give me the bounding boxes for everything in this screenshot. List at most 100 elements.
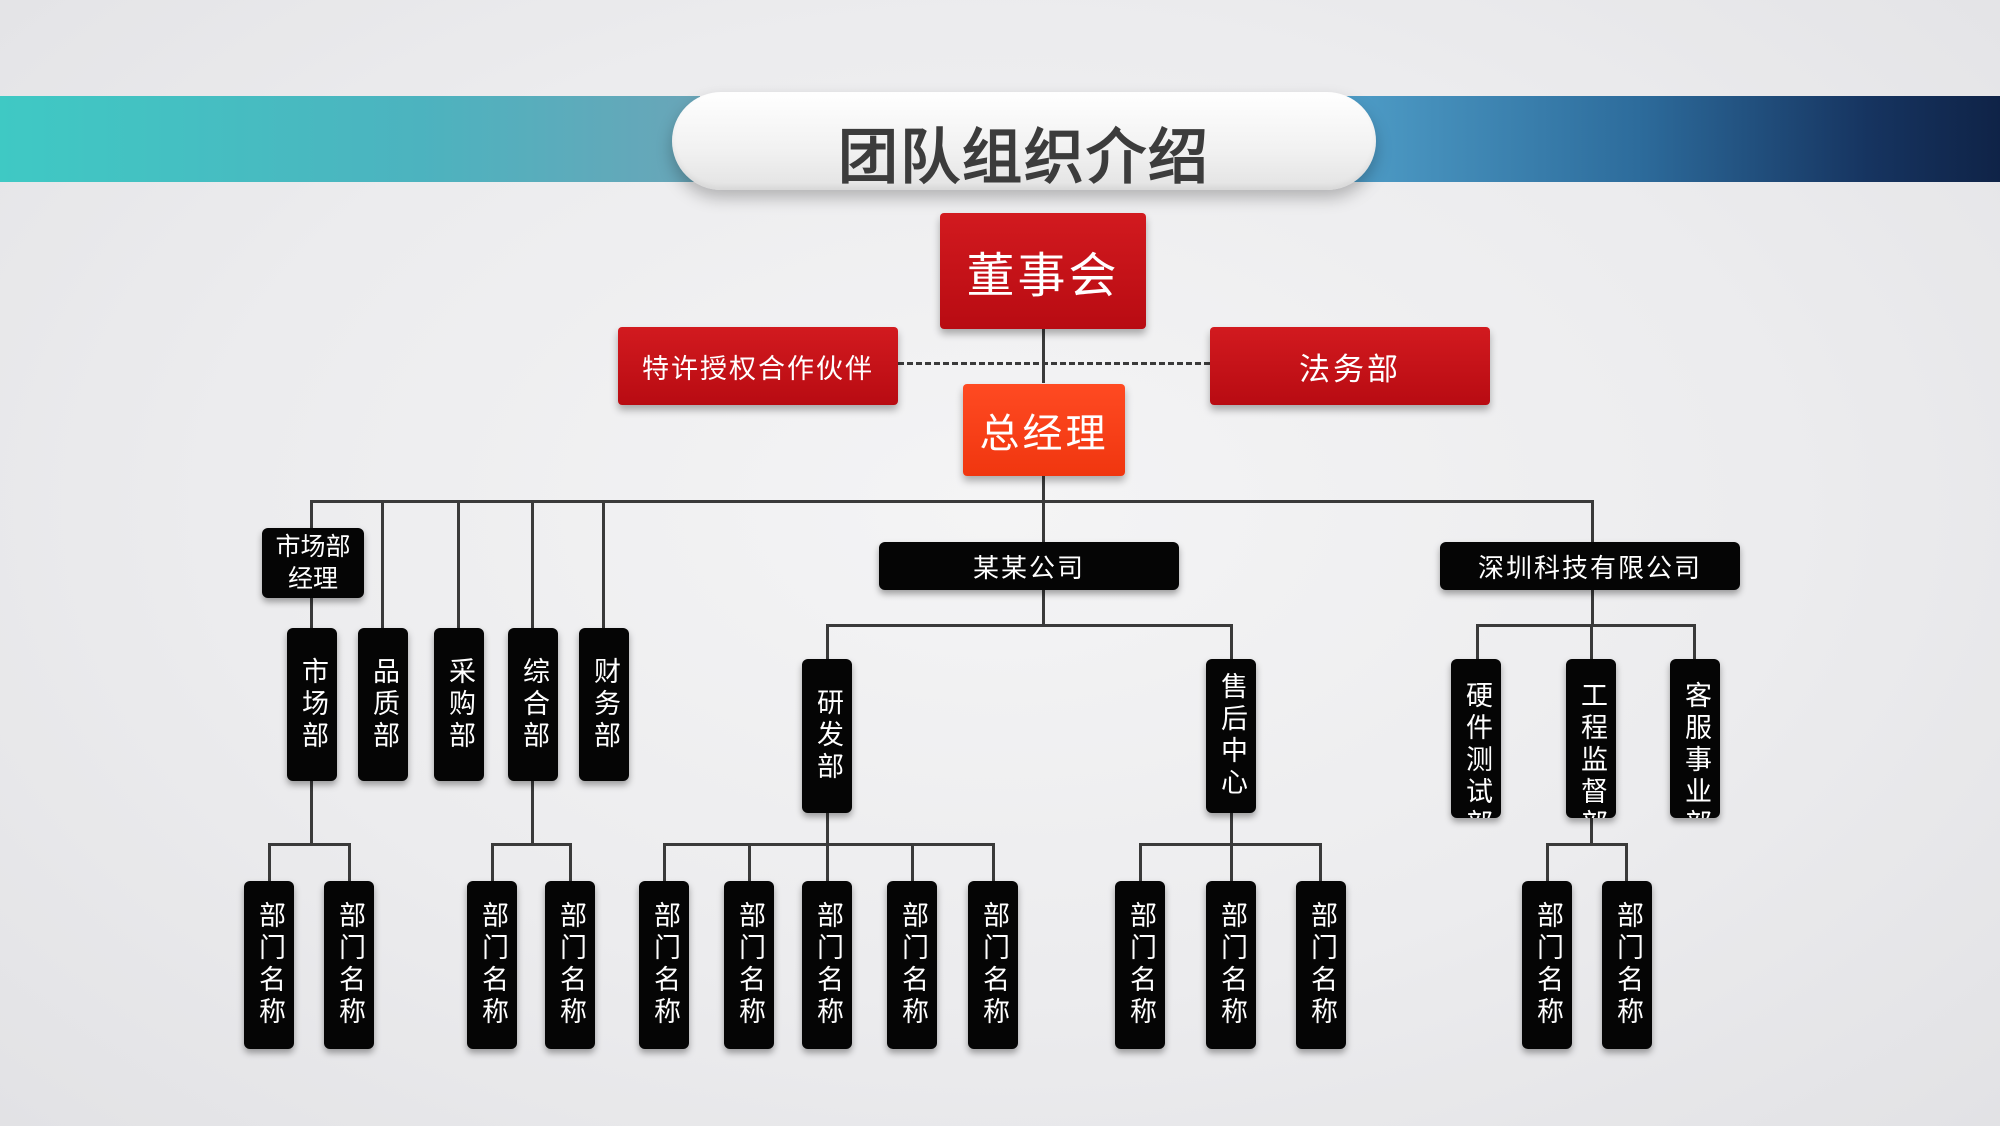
unit-box: 部门名称	[639, 881, 689, 1049]
unit-label: 部门名称	[1125, 901, 1156, 1029]
connector-market-trunk	[310, 781, 313, 845]
drop-hardware-test	[1476, 624, 1479, 660]
market-dept-label: 市场部	[297, 656, 328, 753]
unit-box: 部门名称	[1602, 881, 1652, 1049]
unit-label: 部门名称	[734, 901, 765, 1029]
general-dept-box: 综合部	[508, 628, 558, 781]
connector-company-b-trunk	[1591, 590, 1594, 626]
drop-general-unit-2	[569, 843, 572, 881]
connector-rd-trunk	[826, 813, 829, 845]
connector-manager-market	[310, 598, 313, 629]
unit-box: 部门名称	[244, 881, 294, 1049]
rd-dept-label: 研发部	[812, 688, 843, 784]
general-dept-label: 综合部	[518, 656, 549, 753]
drop-after-sales-unit-2	[1230, 843, 1233, 881]
unit-box: 部门名称	[887, 881, 937, 1049]
company-a-label: 某某公司	[972, 553, 1085, 584]
market-dept-box: 市场部	[287, 628, 337, 781]
drop-rd-unit-5	[992, 843, 995, 881]
unit-box: 部门名称	[545, 881, 595, 1049]
connector-board-gm	[1042, 328, 1045, 383]
board-label: 董事会	[966, 248, 1120, 304]
drop-general	[531, 500, 534, 629]
unit-label: 部门名称	[1216, 901, 1247, 1029]
drop-general-unit-1	[491, 843, 494, 881]
board-box: 董事会	[940, 213, 1146, 329]
purchase-dept-box: 采购部	[434, 628, 484, 781]
unit-label: 部门名称	[897, 901, 928, 1029]
connector-general-bus	[491, 843, 572, 846]
drop-rd	[826, 624, 829, 660]
drop-rd-unit-2	[748, 843, 751, 881]
rd-dept-box: 研发部	[802, 659, 852, 813]
hardware-test-box: 硬件测试部	[1451, 659, 1501, 818]
drop-after-sales-unit-1	[1139, 843, 1142, 881]
market-manager-label: 市场部 经理	[275, 532, 351, 593]
unit-box: 部门名称	[724, 881, 774, 1049]
customer-service-label: 客服事业部	[1680, 681, 1711, 818]
quality-dept-box: 品质部	[358, 628, 408, 781]
unit-box: 部门名称	[802, 881, 852, 1049]
unit-label: 部门名称	[477, 901, 508, 1029]
drop-engineering-unit-1	[1546, 843, 1549, 881]
drop-rd-unit-1	[663, 843, 666, 881]
company-b-box: 深圳科技有限公司	[1440, 542, 1740, 590]
legal-label: 法务部	[1299, 351, 1401, 388]
drop-after-sales	[1230, 624, 1233, 660]
dashed-partner-legal	[898, 362, 1210, 365]
drop-rd-unit-4	[911, 843, 914, 881]
connector-general-trunk	[531, 781, 534, 845]
finance-dept-label: 财务部	[589, 656, 620, 753]
unit-box: 部门名称	[467, 881, 517, 1049]
drop-quality	[381, 500, 384, 629]
connector-gm-trunk	[1042, 476, 1045, 502]
connector-market-bus	[268, 843, 351, 846]
unit-label: 部门名称	[254, 901, 285, 1029]
unit-box: 部门名称	[324, 881, 374, 1049]
partner-label: 特许授权合作伙伴	[642, 353, 874, 385]
hardware-test-label: 硬件测试部	[1461, 681, 1492, 818]
connector-main-bus	[311, 500, 1594, 503]
unit-box: 部门名称	[1296, 881, 1346, 1049]
engineering-label: 工程监督部	[1576, 681, 1607, 818]
drop-market-unit-2	[348, 843, 351, 881]
after-sales-box: 售后中心	[1206, 659, 1256, 813]
unit-box: 部门名称	[1206, 881, 1256, 1049]
drop-rd-unit-3	[826, 843, 829, 881]
unit-box: 部门名称	[1115, 881, 1165, 1049]
header-band-left	[0, 96, 700, 182]
engineering-box: 工程监督部	[1566, 659, 1616, 818]
connector-rd-bus	[663, 843, 995, 846]
drop-market-manager	[310, 500, 313, 528]
page-title: 团队组织介绍	[838, 123, 1210, 193]
unit-box: 部门名称	[1522, 881, 1572, 1049]
market-manager-box: 市场部 经理	[262, 528, 364, 598]
drop-customer-service	[1693, 624, 1696, 660]
partner-box: 特许授权合作伙伴	[618, 327, 898, 405]
finance-dept-box: 财务部	[579, 628, 629, 781]
unit-label: 部门名称	[1532, 901, 1563, 1029]
drop-engineering-unit-2	[1625, 843, 1628, 881]
company-a-box: 某某公司	[879, 542, 1179, 590]
unit-box: 部门名称	[968, 881, 1018, 1049]
connector-engineering-bus	[1546, 843, 1628, 846]
drop-market-unit-1	[268, 843, 271, 881]
company-b-label: 深圳科技有限公司	[1477, 553, 1702, 584]
customer-service-box: 客服事业部	[1670, 659, 1720, 818]
drop-purchase	[457, 500, 460, 629]
unit-label: 部门名称	[334, 901, 365, 1029]
unit-label: 部门名称	[1306, 901, 1337, 1029]
general-manager-box: 总经理	[963, 384, 1125, 476]
connector-engineering-trunk	[1590, 818, 1593, 845]
connector-company-a-bus	[826, 624, 1233, 627]
title-pill	[672, 92, 1376, 190]
unit-label: 部门名称	[649, 901, 680, 1029]
general-manager-label: 总经理	[979, 411, 1109, 457]
unit-label: 部门名称	[978, 901, 1009, 1029]
connector-after-sales-trunk	[1230, 813, 1233, 845]
header-band-right	[1340, 96, 2000, 182]
legal-box: 法务部	[1210, 327, 1490, 405]
connector-company-a-trunk	[1042, 590, 1045, 626]
drop-after-sales-unit-3	[1319, 843, 1322, 881]
drop-engineering	[1590, 624, 1593, 660]
